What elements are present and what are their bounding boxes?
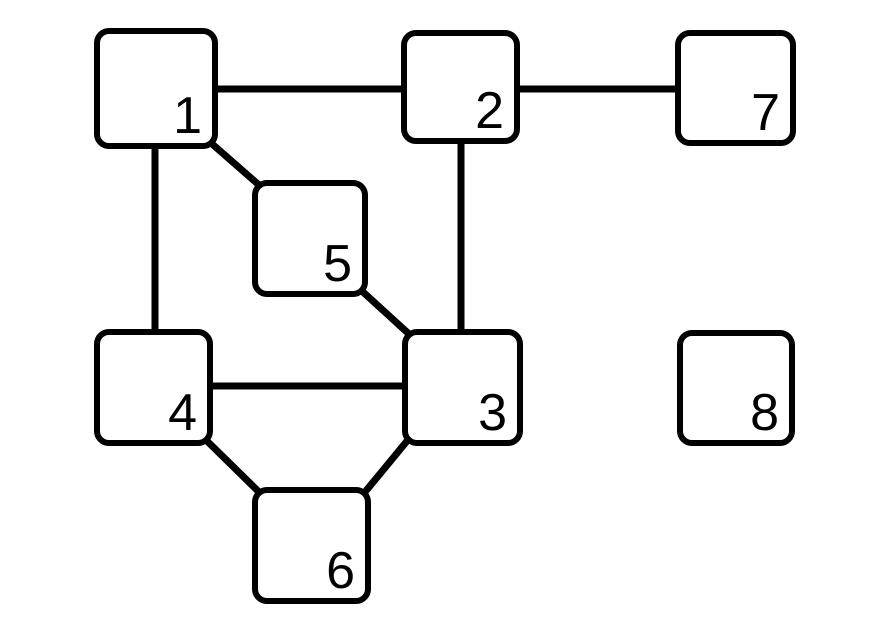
node-8-label: 8 <box>750 384 779 442</box>
edges-layer <box>151 85 680 495</box>
node-7-label: 7 <box>751 84 780 142</box>
node-7[interactable]: 7 <box>675 30 796 146</box>
node-5-box[interactable] <box>252 180 368 297</box>
node-7-box[interactable] <box>675 30 796 146</box>
edge-5-3 <box>360 289 412 337</box>
node-3[interactable]: 3 <box>402 329 523 446</box>
node-6-box[interactable] <box>252 487 371 604</box>
node-1-box[interactable] <box>94 28 218 149</box>
node-4-label: 4 <box>168 384 197 442</box>
node-4-box[interactable] <box>94 329 213 446</box>
node-1[interactable]: 1 <box>94 28 218 149</box>
node-8[interactable]: 8 <box>677 330 795 446</box>
node-6-label: 6 <box>326 542 355 600</box>
node-5-label: 5 <box>323 235 352 293</box>
edge-4-6 <box>204 438 262 495</box>
node-8-box[interactable] <box>677 330 795 446</box>
node-2-label: 2 <box>475 82 504 140</box>
node-5[interactable]: 5 <box>252 180 368 297</box>
node-3-label: 3 <box>478 384 507 442</box>
node-2[interactable]: 2 <box>401 30 520 144</box>
node-4[interactable]: 4 <box>94 329 213 446</box>
edge-3-6 <box>362 438 410 495</box>
edge-1-5 <box>208 140 262 188</box>
node-2-box[interactable] <box>401 30 520 144</box>
node-3-box[interactable] <box>402 329 523 446</box>
nodes-layer: 1 2 3 4 5 6 7 8 <box>94 28 796 604</box>
node-6[interactable]: 6 <box>252 487 371 604</box>
node-1-label: 1 <box>173 87 202 145</box>
